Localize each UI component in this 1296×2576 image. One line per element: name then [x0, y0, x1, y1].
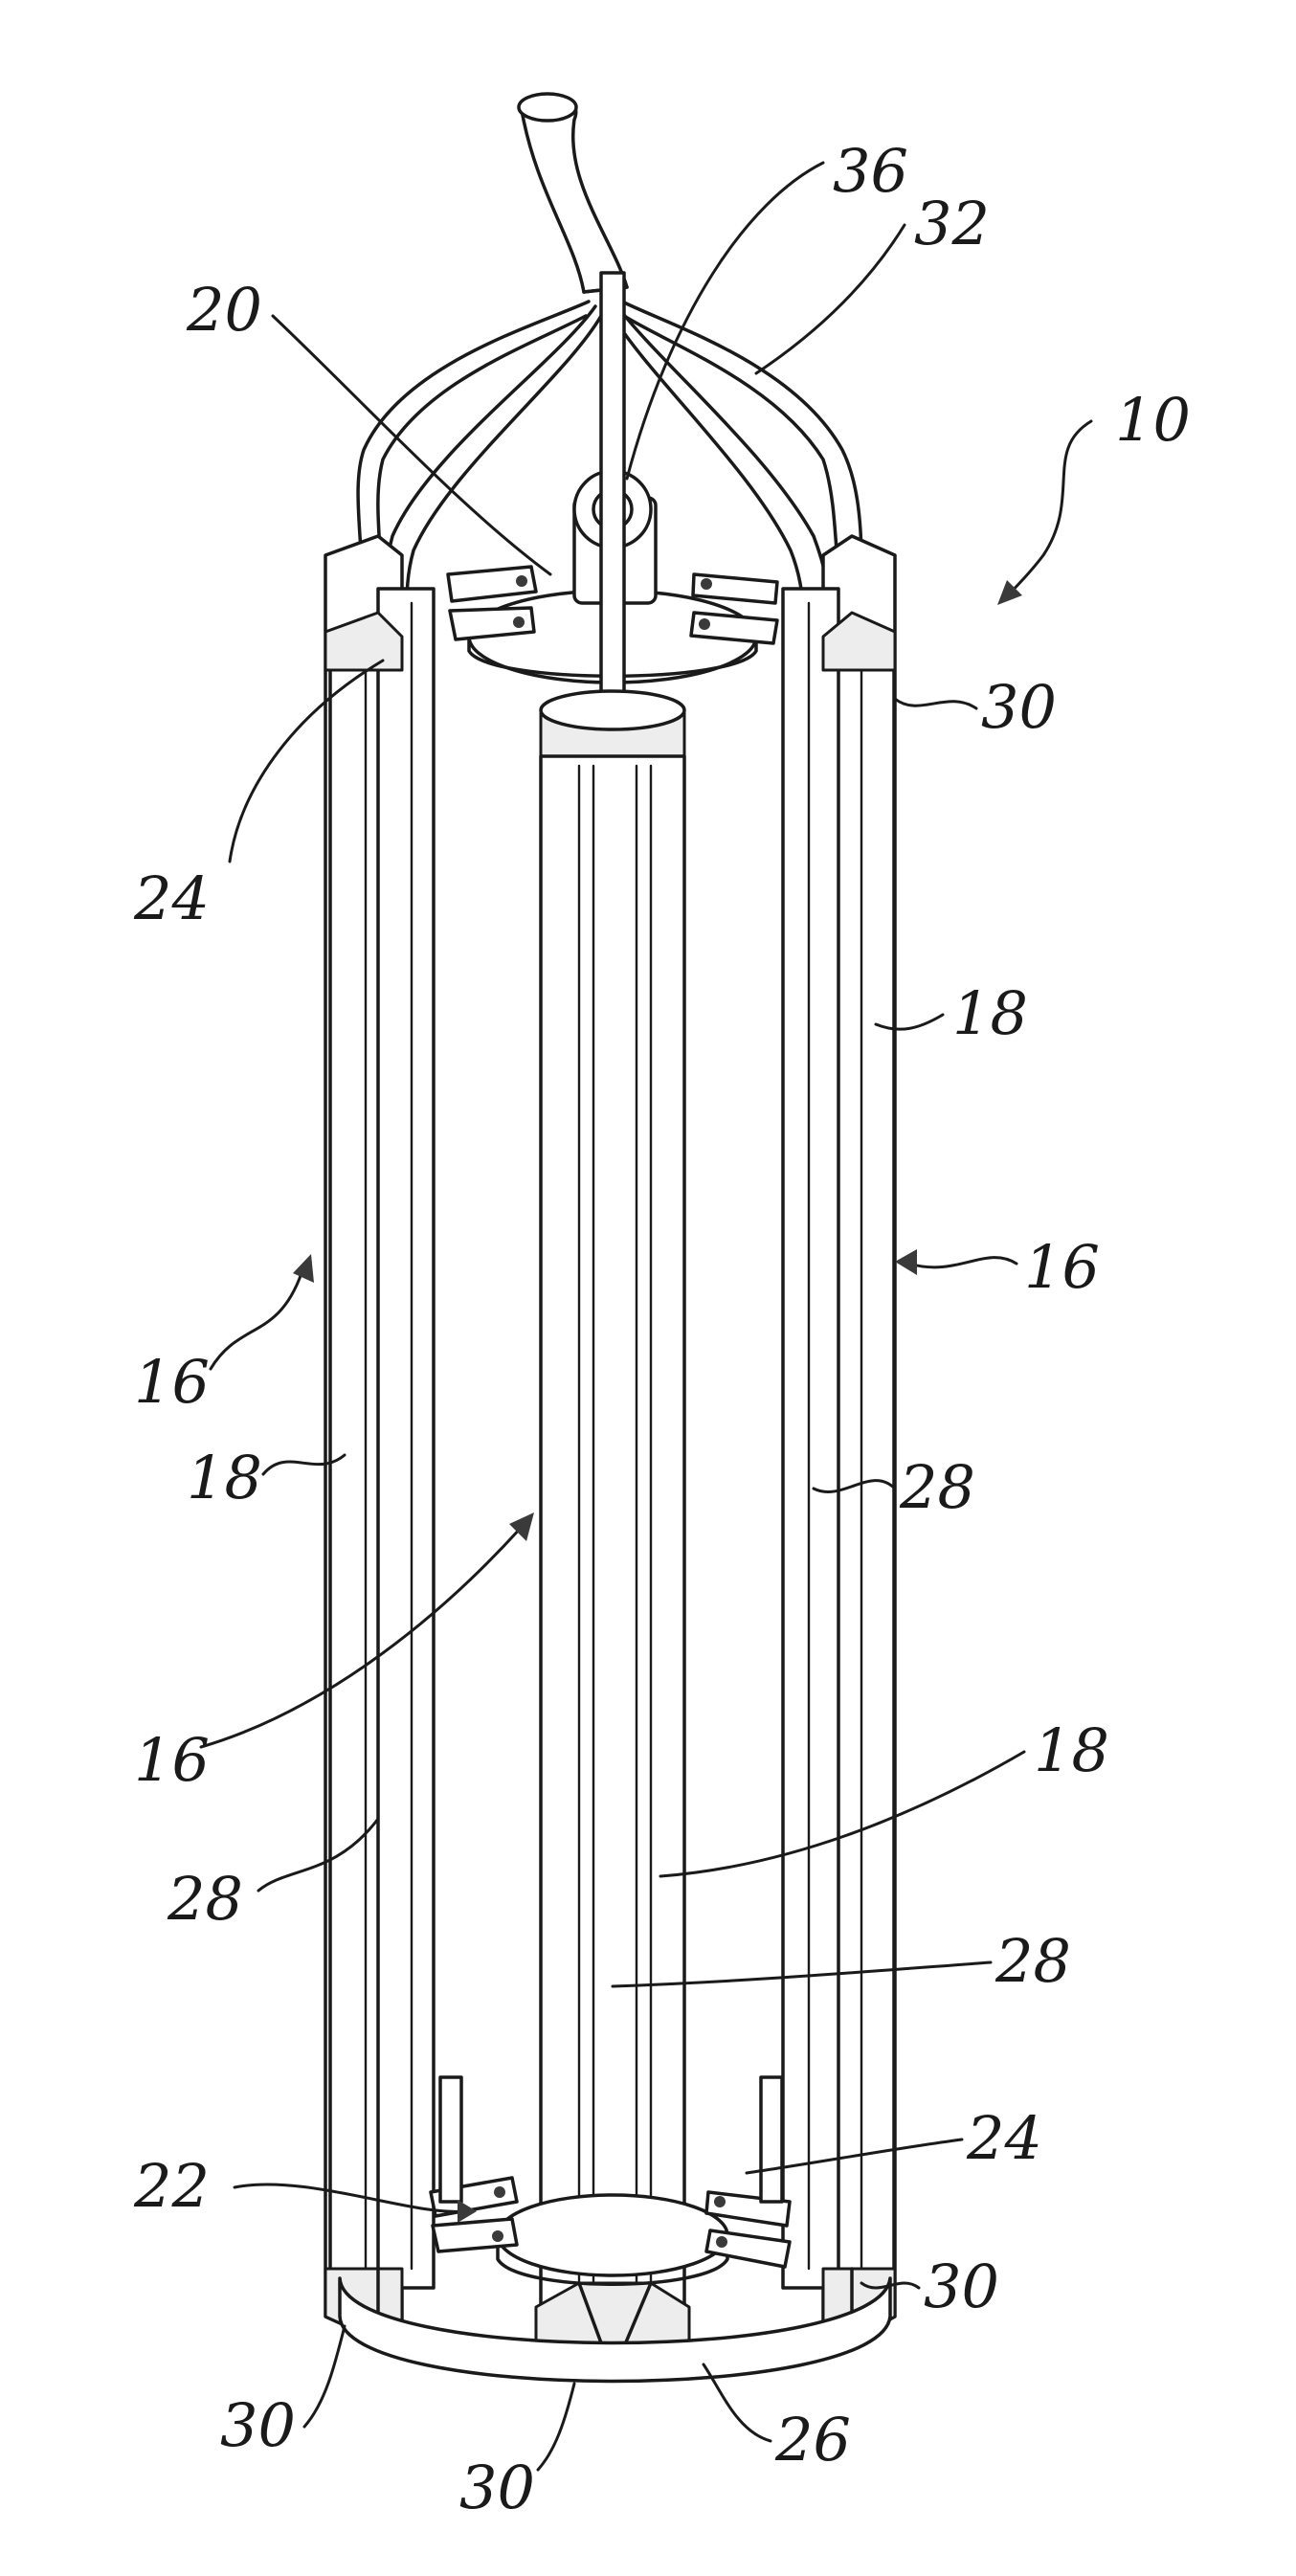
label-30-lower-right: 30 [924, 2251, 999, 2321]
label-16-center: 16 [134, 1725, 210, 1795]
label-30-lower-left: 30 [220, 2390, 296, 2460]
label-10: 10 [1115, 385, 1191, 455]
label-26: 26 [774, 2405, 851, 2475]
right-reflector [783, 589, 838, 2288]
center-tube [541, 756, 684, 2307]
label-28-left: 28 [167, 1864, 243, 1934]
label-20: 20 [186, 275, 262, 345]
label-22: 22 [133, 2151, 210, 2221]
main-cable [522, 101, 627, 292]
label-24-lower: 24 [966, 2103, 1042, 2173]
lower-hub [498, 2195, 727, 2275]
label-18-right: 18 [952, 978, 1028, 1048]
label-28-right: 28 [899, 1452, 975, 1522]
left-reflector [378, 589, 434, 2288]
center-lamp-module [536, 691, 689, 2374]
label-24-upper: 24 [133, 863, 210, 933]
label-30-upper: 30 [981, 672, 1057, 742]
label-32: 32 [914, 189, 990, 258]
left-lamp-module [325, 536, 434, 2341]
label-28-center: 28 [994, 1926, 1071, 1996]
cable-end [519, 94, 576, 121]
label-36: 36 [833, 136, 908, 206]
label-30-lower-center: 30 [459, 2453, 535, 2522]
label-16-right: 16 [1024, 1232, 1100, 1302]
center-rod [601, 273, 624, 704]
right-lamp-module [783, 536, 895, 2341]
label-18-center: 18 [1034, 1715, 1109, 1785]
label-16-left: 16 [134, 1347, 210, 1417]
label-18-left: 18 [187, 1443, 262, 1512]
center-rod-shaft [601, 273, 624, 704]
